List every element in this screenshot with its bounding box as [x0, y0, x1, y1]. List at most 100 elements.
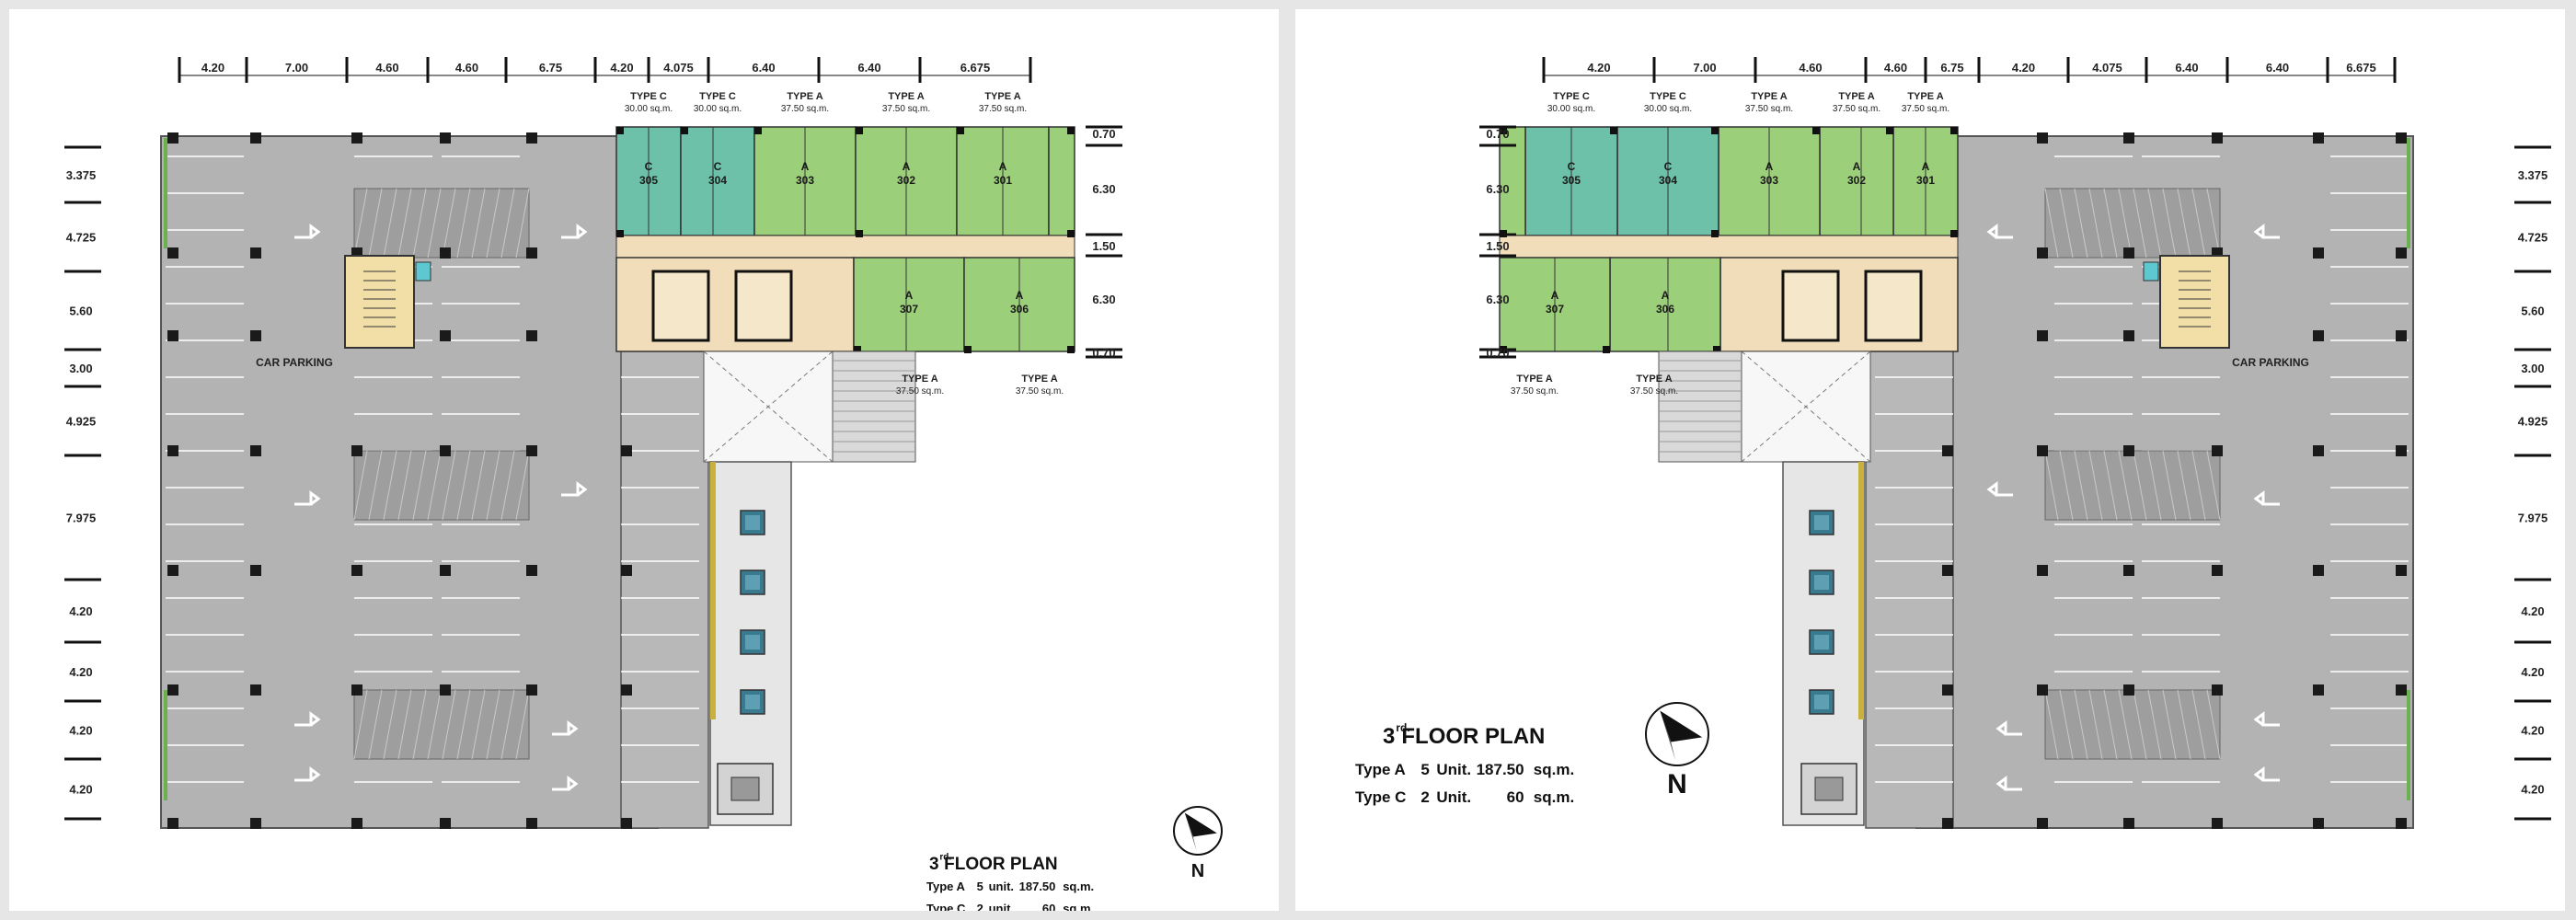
room-letter: C	[1664, 160, 1673, 173]
structural-column	[250, 330, 261, 341]
structural-column	[2313, 330, 2324, 341]
structural-column	[167, 330, 178, 341]
res-dimension: 0.70	[1486, 127, 1509, 141]
ramp-hatch	[2103, 689, 2118, 760]
structural-column	[250, 818, 261, 829]
summary-count: 2	[977, 902, 983, 911]
room-number: 302	[897, 174, 915, 187]
ramp-hatch	[471, 188, 486, 259]
unit-column	[957, 127, 964, 134]
unit-area-label: 37.50 sq.m.	[1630, 386, 1678, 397]
ramp-hatch	[427, 689, 442, 760]
ramp-hatch	[2133, 450, 2147, 521]
summary-unit: unit.	[989, 902, 1014, 911]
car-arrow-icon	[294, 766, 321, 782]
room-number: 305	[1562, 174, 1581, 187]
unit-column	[1610, 127, 1617, 134]
structural-column	[351, 565, 362, 576]
ramp-block	[353, 450, 530, 521]
unit-area-label: 37.50 sq.m.	[979, 104, 1027, 114]
north-circle-icon	[1645, 702, 1709, 766]
side-dimension: 3.00	[69, 362, 92, 375]
res-dimension: 1.50	[1092, 239, 1115, 253]
car-arrow-icon	[1995, 776, 2022, 791]
planter-inner	[1814, 695, 1829, 709]
side-dimension: 5.60	[69, 305, 92, 318]
structural-column	[1942, 565, 1953, 576]
structural-column	[351, 684, 362, 696]
ramp-hatch	[2206, 188, 2221, 259]
summary-count: 5	[1420, 761, 1429, 778]
ramp-hatch	[2147, 689, 2162, 760]
room-letter: A	[903, 160, 911, 173]
room-letter: C	[1568, 160, 1576, 173]
ramp-hatch	[2044, 450, 2059, 521]
ramp-hatch	[2191, 689, 2206, 760]
lift-box	[415, 261, 431, 282]
unit-column	[1713, 346, 1720, 353]
structural-column	[2123, 684, 2134, 696]
top-dimension: 7.00	[1693, 61, 1716, 75]
unit-area-label: 30.00 sq.m.	[694, 104, 742, 114]
plan-artwork	[1499, 126, 2414, 829]
title-text: FLOOR PLAN	[944, 855, 1058, 874]
ramp-hatch	[383, 689, 397, 760]
ramp-hatch	[500, 188, 515, 259]
structural-column	[2396, 247, 2407, 259]
unit-type-label: TYPE A	[1838, 91, 1874, 102]
ramp-hatch	[2088, 689, 2103, 760]
summary-count: 2	[1420, 788, 1429, 806]
planter-inner	[745, 575, 760, 590]
side-dimension: 3.375	[2518, 168, 2548, 182]
res-dimension: 6.30	[1092, 182, 1115, 196]
room-letter: A	[1922, 160, 1930, 173]
room-number: 302	[1847, 174, 1866, 187]
res-dimension: 6.30	[1486, 182, 1509, 196]
summary-unit: Unit.	[1436, 761, 1471, 778]
summary-type: Type C	[926, 902, 966, 911]
unit-column	[1812, 127, 1820, 134]
structural-column	[2313, 565, 2324, 576]
room-number: 301	[1916, 174, 1935, 187]
top-dimension: 6.40	[2175, 61, 2198, 75]
room-number: 303	[1760, 174, 1778, 187]
structural-column	[2123, 330, 2134, 341]
res-dimension: 6.30	[1092, 293, 1115, 306]
ramp-hatch	[2133, 689, 2147, 760]
structural-column	[250, 132, 261, 144]
summary-area: 187.50	[1477, 761, 1524, 778]
north-arrow-icon	[1660, 710, 1676, 761]
unit-column	[1500, 127, 1507, 134]
structural-column	[526, 445, 537, 456]
car-arrow-icon	[1995, 720, 2022, 736]
top-dimension: 6.675	[2346, 61, 2376, 75]
structural-column	[2037, 132, 2048, 144]
ramp-hatch	[353, 689, 368, 760]
hedge-strip	[1858, 462, 1864, 719]
ramp-hatch	[456, 689, 471, 760]
unit-area-label: 37.50 sq.m.	[781, 104, 829, 114]
summary-area: 60	[1507, 788, 1524, 806]
structural-column	[2037, 684, 2048, 696]
structural-column	[2037, 330, 2048, 341]
facade-green	[2407, 690, 2410, 800]
unit-type-label: TYPE A	[984, 91, 1020, 102]
side-dimension: 4.925	[66, 415, 97, 429]
structural-column	[2313, 132, 2324, 144]
stair-exit-inner	[1814, 776, 1844, 801]
side-dimension: 4.20	[69, 604, 92, 618]
title-superscript: rd.	[939, 853, 951, 863]
ramp-hatch	[2177, 188, 2191, 259]
planter-inner	[745, 695, 760, 709]
structural-column	[2396, 565, 2407, 576]
unit-column	[1067, 346, 1075, 353]
side-dimension: 4.20	[69, 783, 92, 797]
unit-top	[1819, 126, 1894, 236]
side-dimension: 3.375	[66, 168, 97, 182]
room-letter: C	[714, 160, 722, 173]
stair-core	[2159, 255, 2230, 349]
unit-area-label: 37.50 sq.m.	[1745, 104, 1793, 114]
structural-column	[2123, 132, 2134, 144]
floor-plan-right-drawing: 6.6756.406.404.0754.206.754.604.607.004.…	[1355, 57, 2551, 829]
structural-column	[440, 330, 451, 341]
